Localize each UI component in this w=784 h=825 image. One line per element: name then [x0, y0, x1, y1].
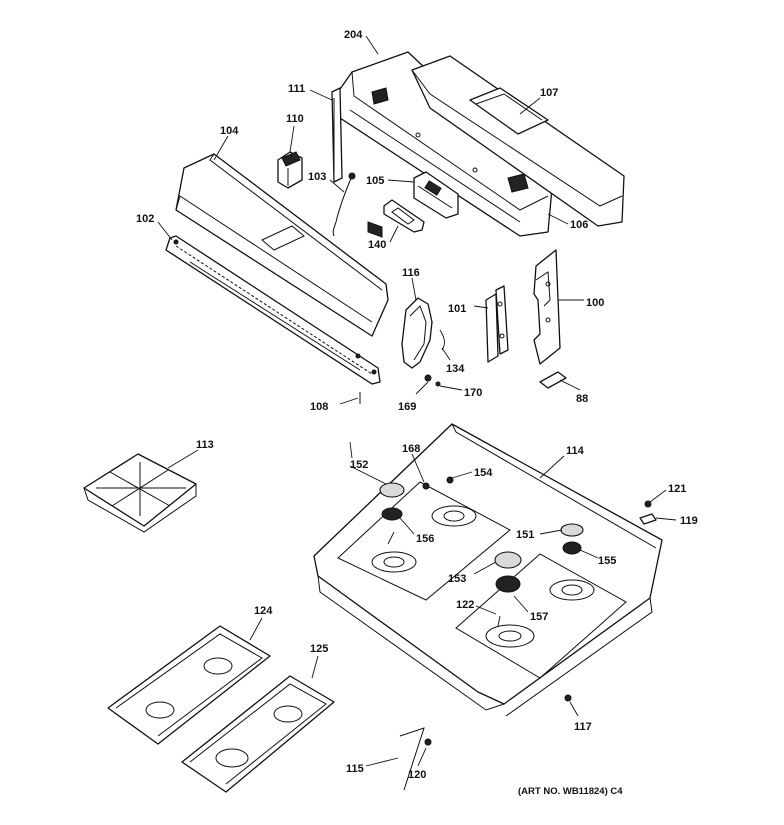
rear-cover: [411, 55, 625, 227]
art-number: (ART NO. WB11824) C4: [518, 786, 623, 797]
callout-108: 108: [310, 401, 328, 413]
callout-88: 88: [576, 393, 588, 405]
control-panel-104: [175, 153, 389, 337]
side-bracket-100: [533, 249, 561, 365]
callout-120: 120: [408, 769, 426, 781]
callout-134: 134: [446, 363, 465, 375]
callout-122: 122: [456, 599, 474, 611]
callout-117: 117: [574, 721, 592, 733]
side-bracket-111: [331, 87, 343, 183]
callout-154: 154: [474, 467, 493, 479]
burner-head-155: [562, 541, 582, 555]
leader-lines: [157, 35, 677, 767]
callout-151: 151: [516, 529, 534, 541]
callout-125: 125: [310, 643, 328, 655]
burner-head-157: [495, 575, 521, 593]
orifice-154: [446, 476, 454, 484]
bracket-116: [401, 297, 433, 369]
part-88: [539, 371, 567, 389]
drip-pan-125: [181, 675, 335, 793]
callout-155: 155: [598, 555, 616, 567]
burner-head-156: [381, 507, 403, 521]
callout-124: 124: [254, 605, 273, 617]
callout-labels: 204 107 111 110 104 103 105 106 102 140 …: [136, 29, 698, 781]
callout-170: 170: [464, 387, 482, 399]
callout-115: 115: [346, 763, 364, 775]
support-rod-115: [399, 727, 425, 791]
wire-harness-103: [332, 172, 356, 237]
callout-110: 110: [286, 113, 304, 125]
drip-pan-124: [107, 625, 271, 745]
screw-117: [564, 694, 572, 702]
callout-204: 204: [344, 29, 363, 41]
burner-cap-152: [379, 482, 405, 498]
callout-156: 156: [416, 533, 434, 545]
callout-157: 157: [530, 611, 548, 623]
overlay-140: [383, 199, 425, 233]
callout-114: 114: [566, 445, 585, 457]
callout-107: 107: [540, 87, 558, 99]
callout-113: 113: [196, 439, 214, 451]
callout-169: 169: [398, 401, 416, 413]
callout-121: 121: [668, 483, 686, 495]
callout-140: 140: [368, 239, 386, 251]
callout-152: 152: [350, 459, 368, 471]
callout-104: 104: [220, 125, 239, 137]
screw-120: [424, 738, 432, 746]
burner-grate-113: [83, 453, 197, 533]
screw-121: [644, 500, 652, 508]
callout-116: 116: [402, 267, 420, 279]
callout-111: 111: [288, 83, 305, 95]
callout-103: 103: [308, 171, 326, 183]
burner-cap-153: [494, 551, 522, 569]
bracket-101: [485, 285, 509, 363]
callout-102: 102: [136, 213, 154, 225]
clock-module-105: [413, 171, 459, 219]
callout-106: 106: [570, 219, 588, 231]
orifice-168: [422, 482, 430, 490]
callout-168: 168: [402, 443, 420, 455]
callout-100: 100: [586, 297, 604, 309]
trim-strip-102: [165, 235, 381, 385]
switch-110: [277, 151, 303, 189]
callout-105: 105: [366, 175, 384, 187]
callout-119: 119: [680, 515, 698, 527]
burner-cap-151: [560, 523, 584, 537]
callout-153: 153: [448, 573, 466, 585]
callout-101: 101: [448, 303, 466, 315]
clip-119: [639, 513, 657, 525]
